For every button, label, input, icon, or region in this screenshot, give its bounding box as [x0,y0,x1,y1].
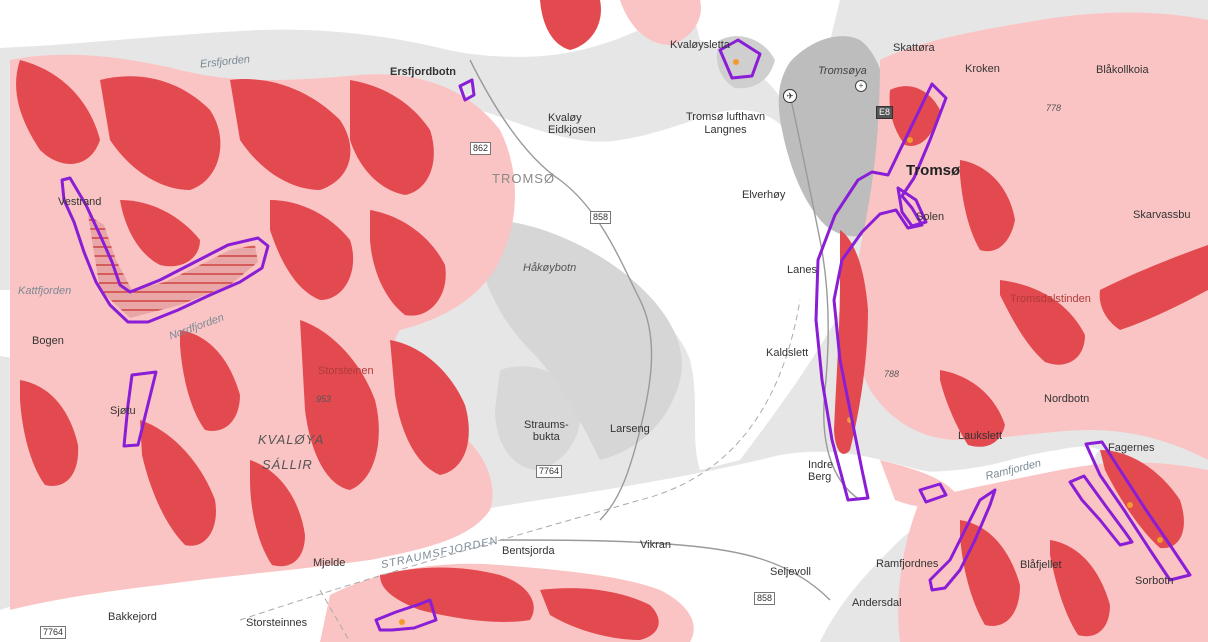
place-label-blakollkoia: Blåkollkoia [1096,64,1149,76]
area-label-sallir: SÁLLIR [262,457,313,472]
road-shield-858-north: 858 [590,211,612,224]
road-shield-862: 862 [470,142,492,155]
bentsjorda-polygon [374,598,438,632]
ramfjordnes-polygon [928,488,997,592]
place-label-ersfjordbotn: Ersfjordbotn [390,66,456,78]
place-label-straumsbukta: Straums- bukta [524,419,569,443]
ersfjordbotn-polygon [458,78,476,102]
place-label-tromso: Tromsø [906,162,961,179]
place-label-hakoybotn: Håkøybotn [523,262,577,274]
place-label-sjotu: Sjøtu [110,405,136,417]
fagernes-polygon [1084,440,1192,582]
place-label-indre-berg: Indre Berg [808,459,834,483]
hospital-icon: + [855,80,867,92]
place-label-storsteinen: Storsteinen [318,365,374,377]
place-label-kvaloy-eidkjosen: Kvaløy Eidkjosen [548,112,596,136]
place-label-skarvassbu: Skarvassbu [1133,209,1191,221]
place-label-mjelde: Mjelde [313,557,346,569]
place-label-blafjellet: Blåfjellet [1020,559,1062,571]
place-label-larseng: Larseng [610,423,650,435]
peak-label-788: 788 [884,369,900,379]
hazard-high-layer [16,0,1208,640]
road-shield-7764-east: 7764 [536,465,563,478]
place-label-tromso-lufthavn: Tromsø lufthavn Langnes [686,111,766,136]
hakoybotn-hatched [470,219,682,460]
place-label-sorbotn: Sorbotn [1135,575,1174,587]
sjotu-polygon [122,370,158,448]
area-label-tromso-municipality: TROMSØ [492,171,556,186]
place-label-kvaloysletta: Kvaløysletta [670,39,730,51]
peak-label-778: 778 [1046,103,1062,113]
place-label-tromsoya: Tromsøya [818,65,867,77]
place-label-tromsdalstinden: Tromsdalstinden [1010,293,1091,305]
solen-polygon [896,186,928,228]
place-label-lanes: Lanes [787,264,817,276]
place-label-fagernes: Fagernes [1108,442,1155,454]
sorbotn-polygon [1068,474,1134,547]
straumsbukta-urban [495,366,581,470]
place-label-skattora: Skattøra [893,42,935,54]
place-label-vestrand: Vestrand [58,196,102,208]
place-label-nordbotn: Nordbotn [1044,393,1090,405]
place-label-solen: Solen [916,211,945,223]
road-shield-7764-west: 7764 [40,626,67,639]
road-shield-858-south: 858 [754,592,776,605]
place-label-bogen: Bogen [32,335,64,347]
airport-icon: ✈ [783,89,797,103]
ferry-lines [239,299,801,642]
place-label-ramfjordnes: Ramfjordnes [876,558,939,570]
place-label-storsteinnes: Storsteinnes [246,617,308,629]
place-label-kroken: Kroken [965,63,1000,75]
place-label-laukslett: Laukslett [958,430,1003,442]
mapped-area-outlines [60,38,1192,632]
tromso-west-polygon [814,82,948,502]
bjerkaker-polygon [918,482,948,504]
place-label-bentsjorda: Bentsjorda [502,545,555,557]
road-layer [469,59,861,601]
place-label-seljevoll: Seljevoll [770,566,811,578]
kvaloysletta-polygon [718,38,762,80]
place-label-vikran: Vikran [640,539,671,551]
vestrand-polygon [60,176,270,324]
place-label-bakkejord: Bakkejord [108,611,157,623]
road-shield-e8: E8 [876,106,894,119]
peak-label-953: 953 [316,394,332,404]
place-label-andersdal: Andersdal [852,597,902,609]
place-label-kaldslett: Kaldslett [766,347,809,359]
area-label-kvaloya: KVALØYA [258,432,325,447]
water-label-kattfjorden: Kattfjorden [18,285,72,297]
place-label-elverhoy: Elverhøy [742,189,786,201]
